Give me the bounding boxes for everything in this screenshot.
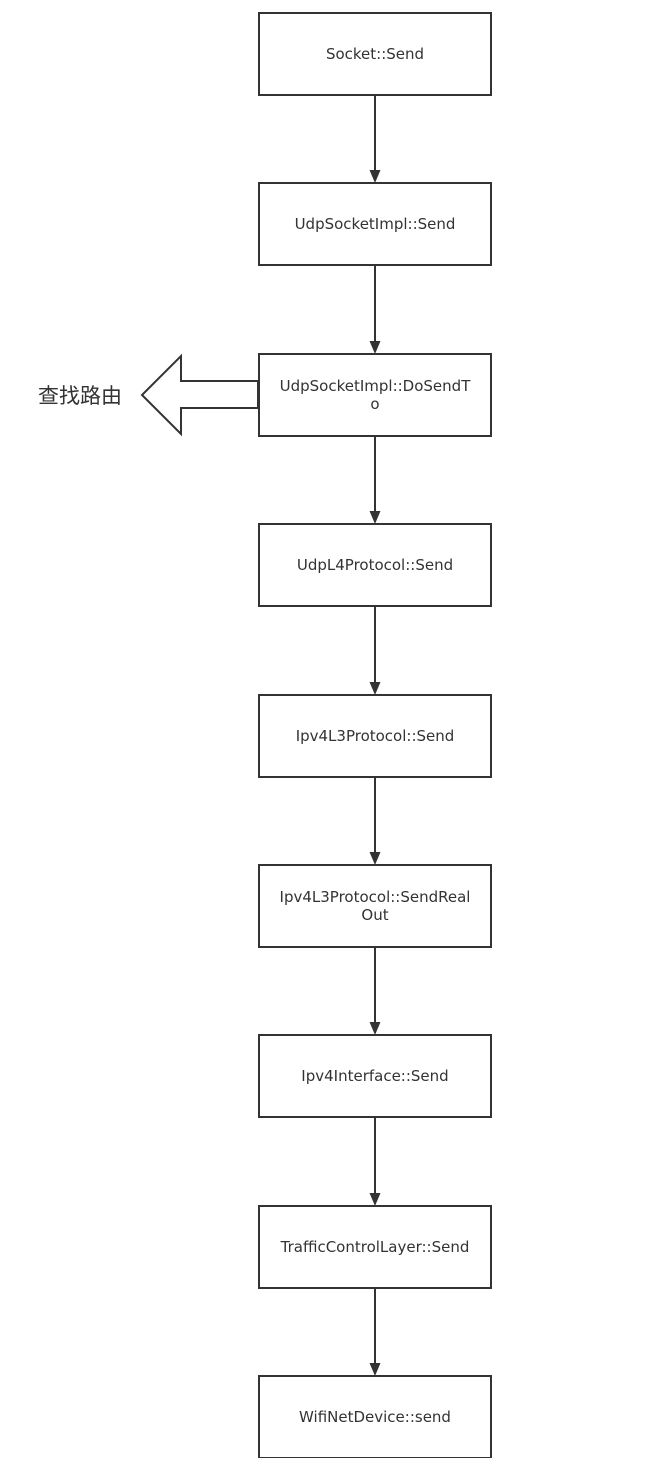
nodes-layer: Socket::SendUdpSocketImpl::SendUdpSocket… (258, 12, 492, 1458)
left-hollow-arrow (140, 353, 259, 437)
node-traffic-control-layer-send: TrafficControlLayer::Send (258, 1205, 492, 1289)
node-label: UdpL4Protocol::Send (297, 556, 453, 574)
node-label: Ipv4Interface::Send (301, 1067, 448, 1085)
node-box (258, 1034, 492, 1118)
arrowhead (369, 1363, 381, 1376)
arrowhead (369, 170, 381, 183)
node-box (258, 523, 492, 607)
node-box (258, 1205, 492, 1289)
node-box (258, 12, 492, 96)
edge-arrow (369, 436, 381, 524)
arrowhead (369, 341, 381, 354)
edge-arrow (369, 265, 381, 354)
node-udp-l4-protocol-send: UdpL4Protocol::Send (258, 523, 492, 607)
node-box (258, 182, 492, 266)
node-box (258, 694, 492, 778)
edge-arrow (369, 95, 381, 183)
node-label: Socket::Send (326, 45, 424, 63)
arrowhead (369, 1022, 381, 1035)
side-branch-label: 查找路由 (38, 384, 122, 408)
edge-arrow (369, 1117, 381, 1206)
node-label: o (370, 395, 379, 413)
node-box (258, 864, 492, 948)
arrowhead (369, 1193, 381, 1206)
edges-layer (369, 95, 381, 1376)
edge-arrow (369, 1288, 381, 1376)
node-label: Ipv4L3Protocol::SendReal (280, 888, 471, 906)
edge-arrow (369, 947, 381, 1035)
node-udp-socket-impl-send: UdpSocketImpl::Send (258, 182, 492, 266)
arrowhead (369, 852, 381, 865)
arrowhead (369, 682, 381, 695)
side-branch: 查找路由 (38, 353, 259, 437)
node-ipv4-interface-send: Ipv4Interface::Send (258, 1034, 492, 1118)
node-label: Ipv4L3Protocol::Send (296, 727, 455, 745)
node-wifi-net-device-send: WifiNetDevice::send (258, 1375, 492, 1458)
node-ipv4-l3-protocol-send: Ipv4L3Protocol::Send (258, 694, 492, 778)
node-label: Out (361, 906, 388, 924)
node-label: WifiNetDevice::send (299, 1408, 451, 1426)
arrowhead (369, 511, 381, 524)
edge-arrow (369, 606, 381, 695)
node-label: UdpSocketImpl::Send (295, 215, 456, 233)
node-box (258, 353, 492, 437)
node-box (258, 1375, 492, 1458)
node-socket-send: Socket::Send (258, 12, 492, 96)
edge-arrow (369, 777, 381, 865)
node-label: UdpSocketImpl::DoSendT (280, 377, 472, 395)
node-label: TrafficControlLayer::Send (280, 1238, 470, 1256)
